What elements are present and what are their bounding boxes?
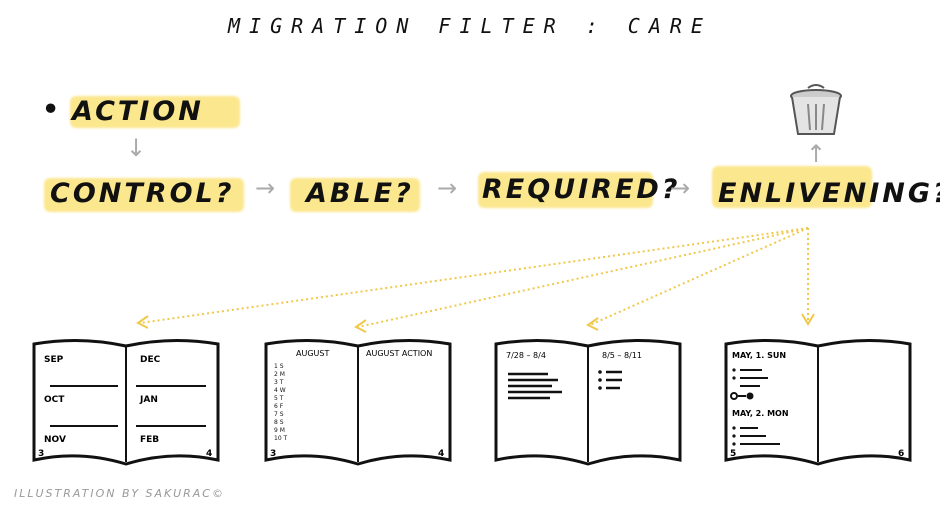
trash-icon — [790, 84, 842, 135]
filter-required: REQUIRED? — [482, 174, 681, 205]
book2-page-left: 3 — [270, 449, 276, 459]
arrow-2: → — [437, 174, 458, 202]
book4-left-title-2: MAY, 2. MON — [732, 409, 789, 418]
book3-left-title: 7/28 – 8/4 — [506, 351, 546, 360]
svg-text:8 S: 8 S — [274, 419, 284, 426]
book1-right-1: JAN — [139, 395, 158, 405]
book2-page-right: 4 — [438, 449, 444, 459]
able-highlight — [290, 178, 420, 212]
book1-right-2: FEB — [140, 435, 159, 445]
illustration-credit: ILLUSTRATION BY SAKURAC© — [14, 487, 225, 500]
book2-left-title: AUGUST — [296, 349, 329, 358]
notebook-daily-log: MAY, 1. SUN MAY, 2. MON 5 6 — [724, 338, 912, 466]
page-title: MIGRATION FILTER : CARE — [228, 14, 712, 38]
book4-page-left: 5 — [730, 449, 736, 459]
svg-text:1 S: 1 S — [274, 363, 284, 370]
book1-left-1: OCT — [44, 395, 65, 405]
svg-text:7 S: 7 S — [274, 411, 284, 418]
notebook-weekly-log: 7/28 – 8/4 8/5 – 8/11 — [494, 338, 682, 466]
svg-text:9 M: 9 M — [274, 427, 285, 434]
control-highlight — [44, 178, 244, 212]
filter-able: ABLE? — [306, 178, 414, 209]
notebook-monthly-log: AUGUST AUGUST ACTION 1 S2 M3 T 4 W5 T6 F… — [264, 338, 452, 466]
filter-control: CONTROL? — [50, 178, 235, 209]
svg-text:5 T: 5 T — [274, 395, 284, 402]
action-highlight — [70, 96, 240, 128]
arrow-1: → — [255, 174, 276, 202]
svg-text:2 M: 2 M — [274, 371, 285, 378]
book1-page-right: 4 — [206, 449, 212, 459]
down-arrow: ↓ — [126, 134, 147, 162]
action-label: ACTION — [72, 96, 204, 127]
arrow-3: → — [670, 174, 691, 202]
action-bullet: • — [42, 94, 63, 125]
book1-left-0: SEP — [44, 355, 64, 365]
book3-right-title: 8/5 – 8/11 — [602, 351, 642, 360]
svg-text:4 W: 4 W — [274, 387, 286, 394]
required-highlight — [478, 172, 653, 208]
svg-text:10 T: 10 T — [274, 435, 288, 442]
book2-right-title: AUGUST ACTION — [366, 349, 432, 358]
up-arrow: ↑ — [806, 140, 827, 168]
svg-text:6 F: 6 F — [274, 403, 284, 410]
book1-page-left: 3 — [38, 449, 44, 459]
filter-enlivening: ENLIVENING? — [718, 178, 940, 209]
notebook-future-log: SEP OCT NOV DEC JAN FEB 3 4 — [32, 338, 220, 466]
book4-left-title-1: MAY, 1. SUN — [732, 351, 786, 360]
svg-text:3 T: 3 T — [274, 379, 284, 386]
book1-right-0: DEC — [140, 355, 161, 365]
book4-page-right: 6 — [898, 449, 904, 459]
book1-left-2: NOV — [44, 435, 66, 445]
enlivening-highlight — [712, 166, 872, 208]
